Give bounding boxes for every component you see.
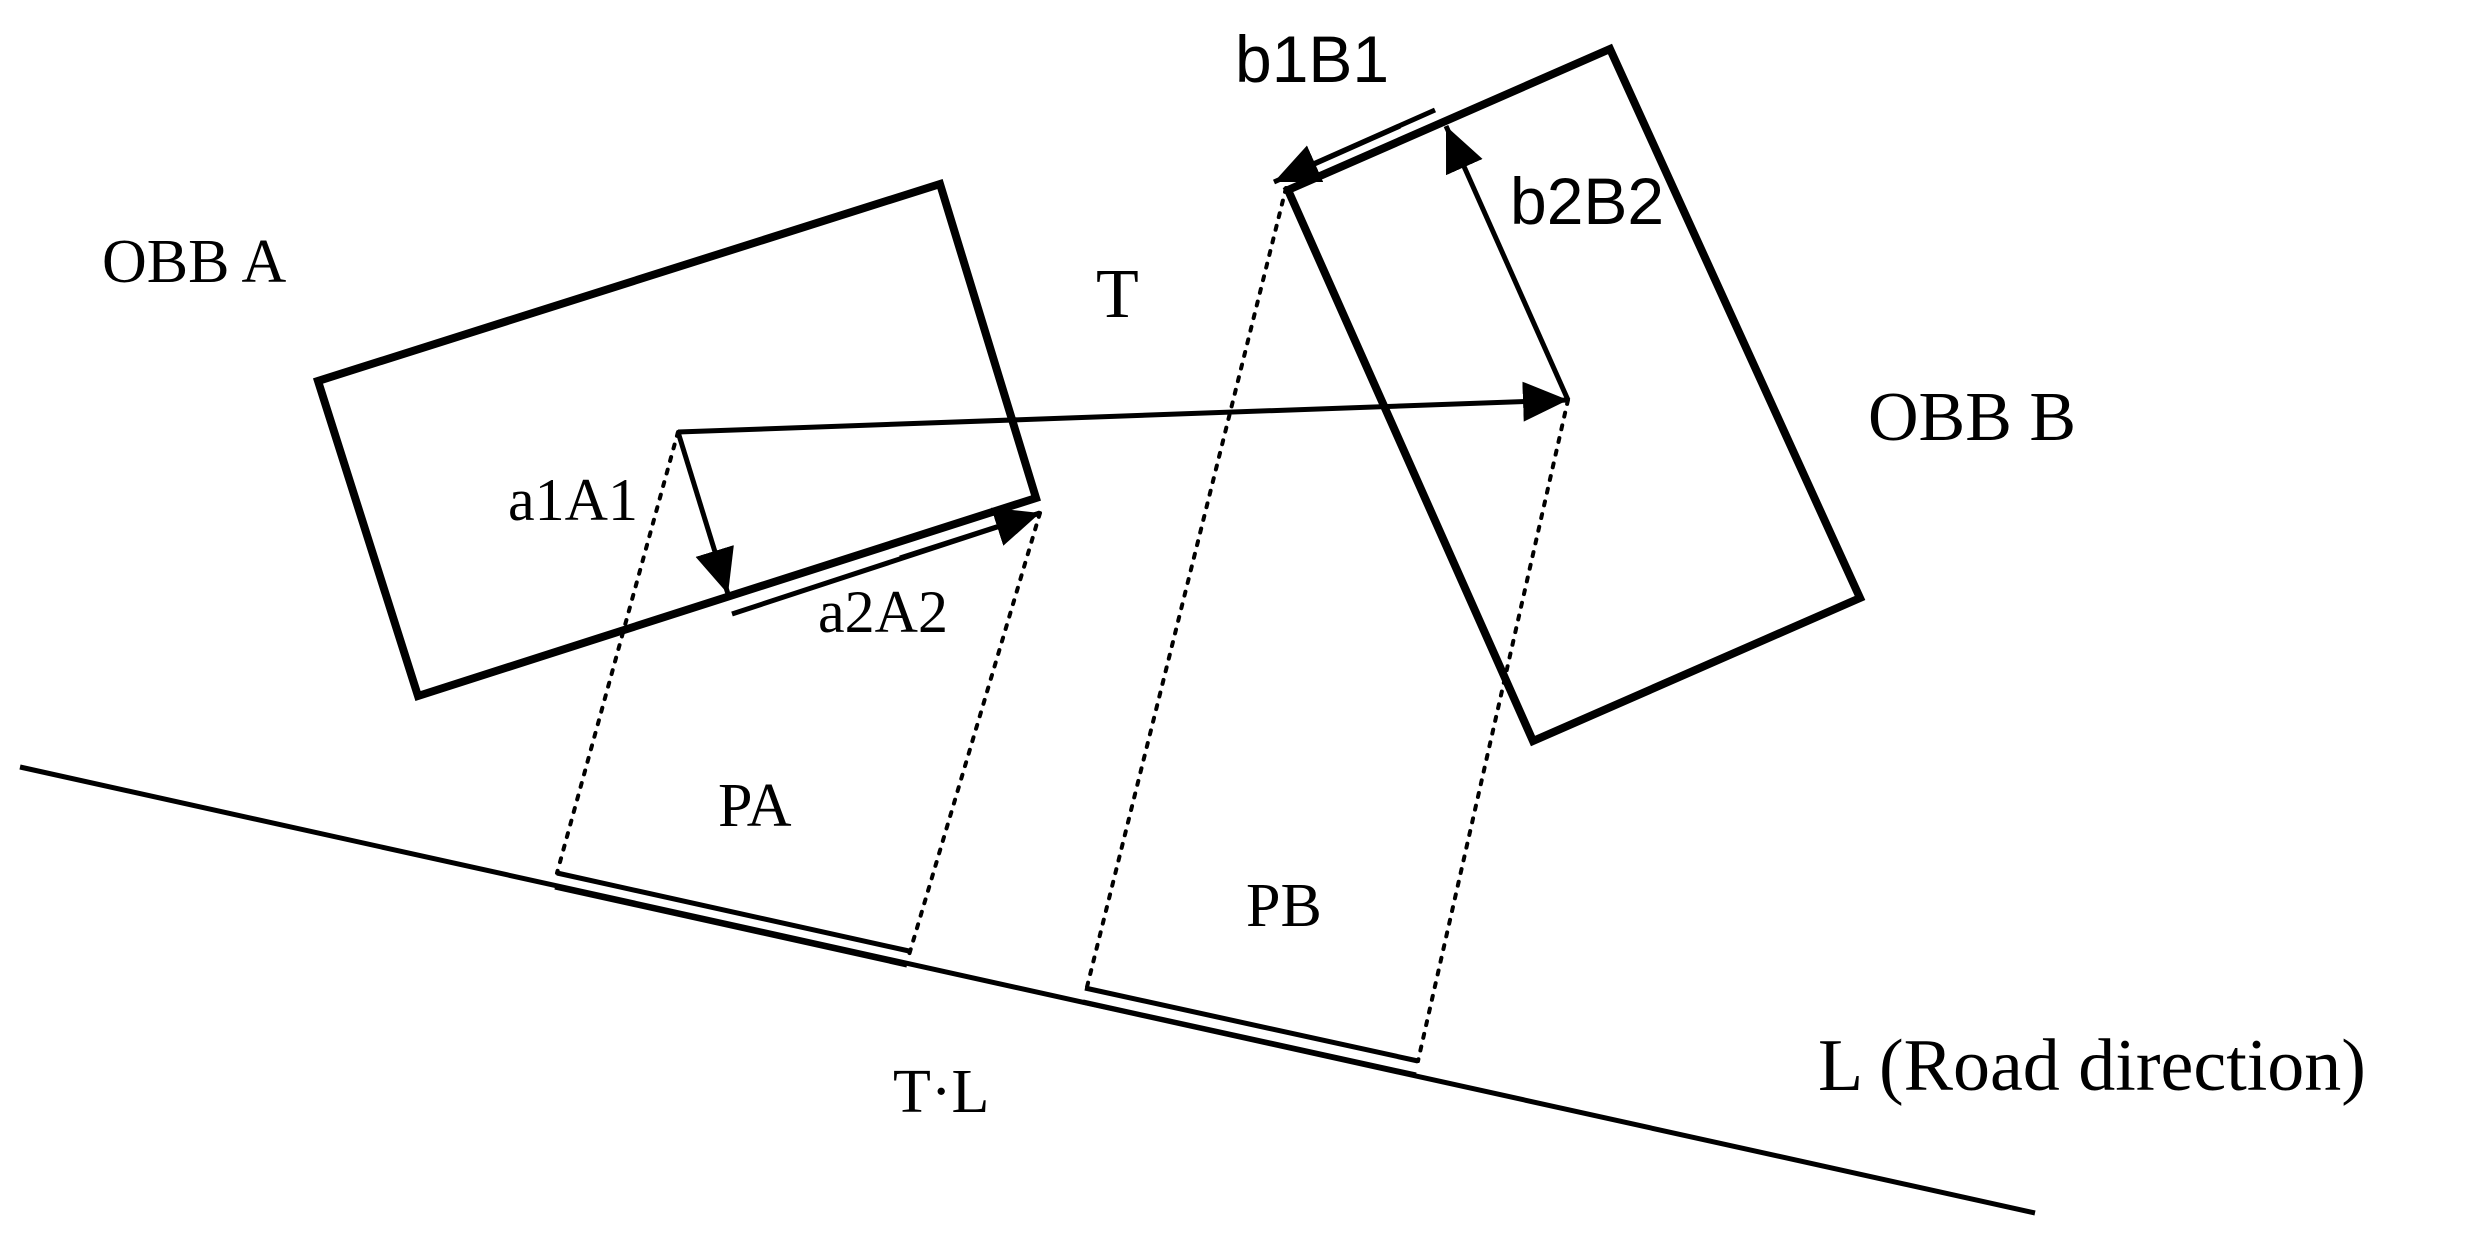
projection-line-a-right (907, 511, 1042, 957)
projection-line-b-left (1083, 186, 1288, 997)
pb-interval-under (1082, 999, 1417, 1078)
b1B1-arrow (1272, 123, 1402, 185)
a2A2-label: a2A2 (818, 579, 948, 645)
a2A2-arrow (899, 507, 1041, 561)
b1B1-label: b1B1 (1235, 22, 1389, 96)
a1A1-label: a1A1 (508, 467, 638, 533)
obb-b-box (1282, 43, 1866, 747)
tl-label: T·L (893, 1058, 989, 1126)
pa-interval-under (554, 884, 908, 968)
t-label: T (1096, 256, 1139, 333)
b2B2-label: b2B2 (1510, 164, 1664, 238)
pb-interval (1084, 985, 1419, 1064)
pa-interval (556, 870, 910, 954)
pb-label: PB (1246, 872, 1322, 940)
projection-line-a-left (555, 430, 680, 875)
projection-line-b-right (1416, 398, 1570, 1063)
obb-b-label: OBB B (1868, 379, 2076, 456)
a1A1-arrow (675, 431, 734, 595)
obb-a-box (312, 178, 1041, 702)
road-direction-label: L (Road direction) (1818, 1025, 2366, 1107)
pa-label: PA (718, 772, 792, 840)
b2B2-arrow (1443, 124, 1571, 402)
road-direction-line (19, 764, 2036, 1216)
obb-a-label: OBB A (102, 228, 287, 296)
t-vector-arrow (677, 381, 1569, 435)
